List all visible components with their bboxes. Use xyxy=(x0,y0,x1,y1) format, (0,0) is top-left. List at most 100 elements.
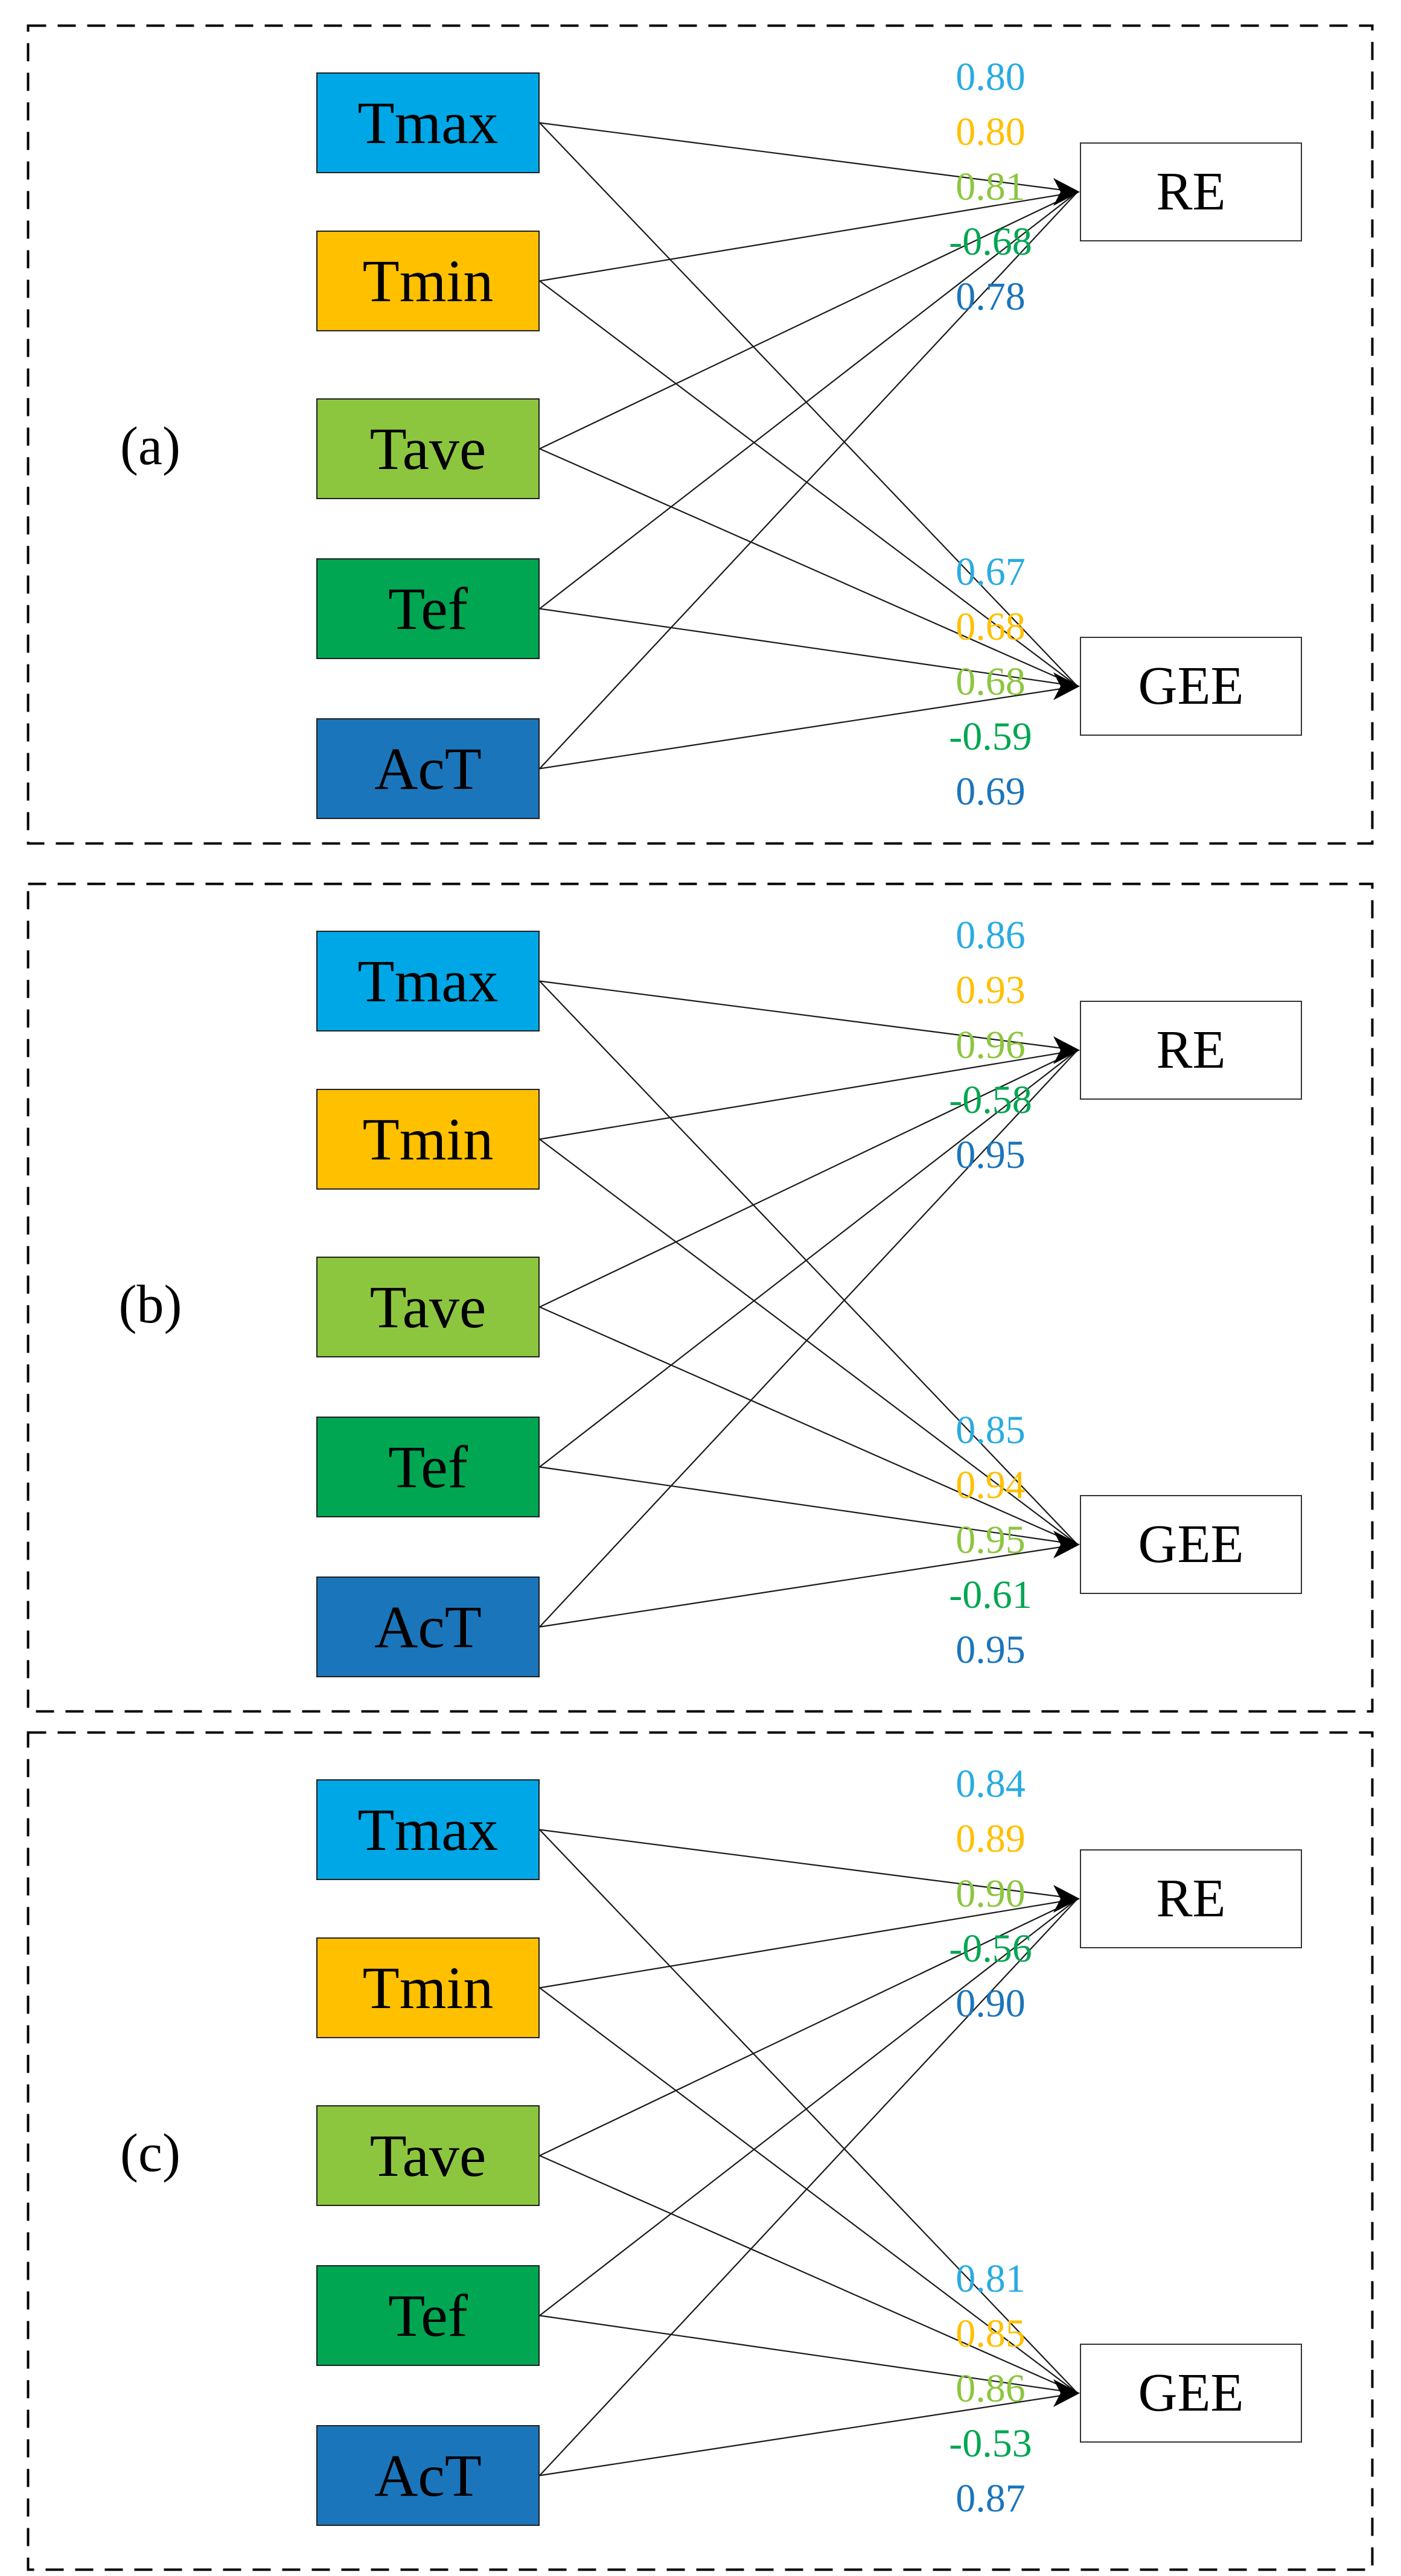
target-box-gee: GEE xyxy=(1080,2344,1302,2443)
target-label-re: RE xyxy=(1156,162,1226,222)
connector-line-tmin-gee xyxy=(539,1138,1078,1545)
correlation-value-gee-act: 0.95 xyxy=(956,1628,1026,1672)
target-box-re: RE xyxy=(1080,1001,1302,1100)
connector-line-tmax-gee xyxy=(539,1829,1078,2394)
arrowhead-gee-icon xyxy=(1053,2379,1080,2407)
connector-line-act-re xyxy=(539,1898,1078,2476)
target-box-gee: GEE xyxy=(1080,637,1302,736)
correlation-value-re-tef: -0.56 xyxy=(949,1927,1032,1971)
connector-line-tave-re xyxy=(539,191,1078,450)
predictor-box-tave: Tave xyxy=(316,2105,540,2206)
connector-line-tmin-re xyxy=(539,191,1078,282)
predictor-box-act: AcT xyxy=(316,1577,540,1677)
correlation-value-gee-tmin: 0.94 xyxy=(956,1463,1026,1507)
predictor-box-tef: Tef xyxy=(316,2265,540,2366)
correlation-value-gee-tave: 0.86 xyxy=(956,2367,1026,2411)
predictor-label-tmax: Tmax xyxy=(357,1796,499,1863)
predictor-box-tmax: Tmax xyxy=(316,72,540,173)
correlation-value-re-tmax: 0.80 xyxy=(956,55,1026,99)
connector-lines xyxy=(27,24,1374,845)
correlation-value-re-tmin: 0.93 xyxy=(956,968,1026,1012)
target-label-re: RE xyxy=(1156,1869,1226,1928)
panel-dashed-border xyxy=(27,882,1374,1713)
predictor-label-tmin: Tmin xyxy=(362,247,494,314)
correlation-value-gee-tmax: 0.67 xyxy=(956,550,1026,594)
predictor-box-act: AcT xyxy=(316,2425,540,2526)
predictor-box-tef: Tef xyxy=(316,558,540,659)
connector-line-act-re xyxy=(539,191,1078,770)
panel-dashed-border xyxy=(27,1731,1374,2571)
correlation-value-gee-act: 0.69 xyxy=(956,770,1026,814)
predictor-box-tave: Tave xyxy=(316,398,540,499)
connector-line-tave-gee xyxy=(539,448,1078,687)
target-box-re: RE xyxy=(1080,1849,1302,1948)
predictor-label-tave: Tave xyxy=(369,1273,487,1341)
predictor-label-act: AcT xyxy=(374,2441,482,2509)
arrowhead-gee-icon xyxy=(1053,672,1080,700)
connector-line-tmax-gee xyxy=(539,980,1078,1545)
connector-line-tmin-gee xyxy=(539,280,1078,687)
correlation-value-gee-tmin: 0.85 xyxy=(956,2312,1026,2356)
correlation-value-gee-tave: 0.68 xyxy=(956,660,1026,704)
connector-line-tmax-re xyxy=(539,122,1078,193)
predictor-label-tmin: Tmin xyxy=(362,1954,494,2021)
panel-letter: (b) xyxy=(118,1275,182,1334)
panel-letter: (a) xyxy=(120,416,180,476)
target-label-gee: GEE xyxy=(1138,2363,1244,2423)
predictor-label-tmin: Tmin xyxy=(362,1105,494,1173)
predictor-label-tef: Tef xyxy=(388,575,468,642)
predictor-box-tef: Tef xyxy=(316,1417,540,1517)
correlation-value-gee-tef: -0.61 xyxy=(949,1573,1032,1617)
predictor-label-tef: Tef xyxy=(388,2281,468,2349)
correlation-value-re-tave: 0.96 xyxy=(956,1023,1026,1067)
panel-letter: (c) xyxy=(120,2123,180,2183)
connector-line-act-gee xyxy=(539,2392,1078,2476)
connector-line-tef-re xyxy=(539,1050,1078,1468)
predictor-label-act: AcT xyxy=(374,735,482,802)
correlation-value-re-act: 0.90 xyxy=(956,1981,1026,2026)
gee-value-stack: 0.85 0.94 0.95 -0.61 0.95 xyxy=(918,1403,1063,1677)
connector-line-tmax-re xyxy=(539,1829,1078,1900)
target-label-re: RE xyxy=(1156,1020,1226,1080)
correlation-value-re-tef: -0.58 xyxy=(949,1078,1032,1122)
connector-line-tmin-gee xyxy=(539,1987,1078,2394)
arrowhead-re-icon xyxy=(1053,1885,1080,1913)
connector-line-tave-re xyxy=(539,1898,1078,2157)
correlation-value-re-tmin: 0.89 xyxy=(956,1817,1026,1861)
connector-line-tmin-re xyxy=(539,1898,1078,1989)
connector-lines xyxy=(27,882,1374,1713)
predictor-box-tmin: Tmin xyxy=(316,1089,540,1190)
correlation-value-gee-tave: 0.95 xyxy=(956,1518,1026,1562)
connector-line-tmax-gee xyxy=(539,122,1078,687)
connector-line-tef-gee xyxy=(539,608,1078,687)
connector-line-tef-gee xyxy=(539,1466,1078,1546)
connector-lines xyxy=(27,1731,1374,2571)
correlation-value-re-tave: 0.90 xyxy=(956,1872,1026,1916)
re-value-stack: 0.84 0.89 0.90 -0.56 0.90 xyxy=(918,1756,1063,2031)
connector-line-tmax-re xyxy=(539,980,1078,1051)
correlation-value-gee-tef: -0.59 xyxy=(949,715,1032,759)
correlation-value-re-tef: -0.68 xyxy=(949,220,1032,264)
connector-line-tave-re xyxy=(539,1050,1078,1308)
predictor-label-tave: Tave xyxy=(369,2122,487,2189)
arrowhead-re-icon xyxy=(1053,178,1080,206)
predictor-label-tmax: Tmax xyxy=(357,947,499,1015)
correlation-value-gee-tef: -0.53 xyxy=(949,2421,1032,2466)
arrowhead-re-icon xyxy=(1053,1036,1080,1064)
correlation-value-re-tmax: 0.84 xyxy=(956,1762,1026,1806)
predictor-box-tmax: Tmax xyxy=(316,931,540,1031)
connector-line-act-gee xyxy=(539,1543,1078,1628)
arrowhead-gee-icon xyxy=(1053,1531,1080,1558)
correlation-value-gee-tmax: 0.81 xyxy=(956,2257,1026,2301)
predictor-label-tmax: Tmax xyxy=(357,89,499,156)
correlation-value-gee-tmax: 0.85 xyxy=(956,1408,1026,1452)
target-box-gee: GEE xyxy=(1080,1495,1302,1594)
correlation-value-gee-tmin: 0.68 xyxy=(956,605,1026,649)
correlation-value-re-act: 0.78 xyxy=(956,275,1026,319)
predictor-box-tmax: Tmax xyxy=(316,1779,540,1880)
